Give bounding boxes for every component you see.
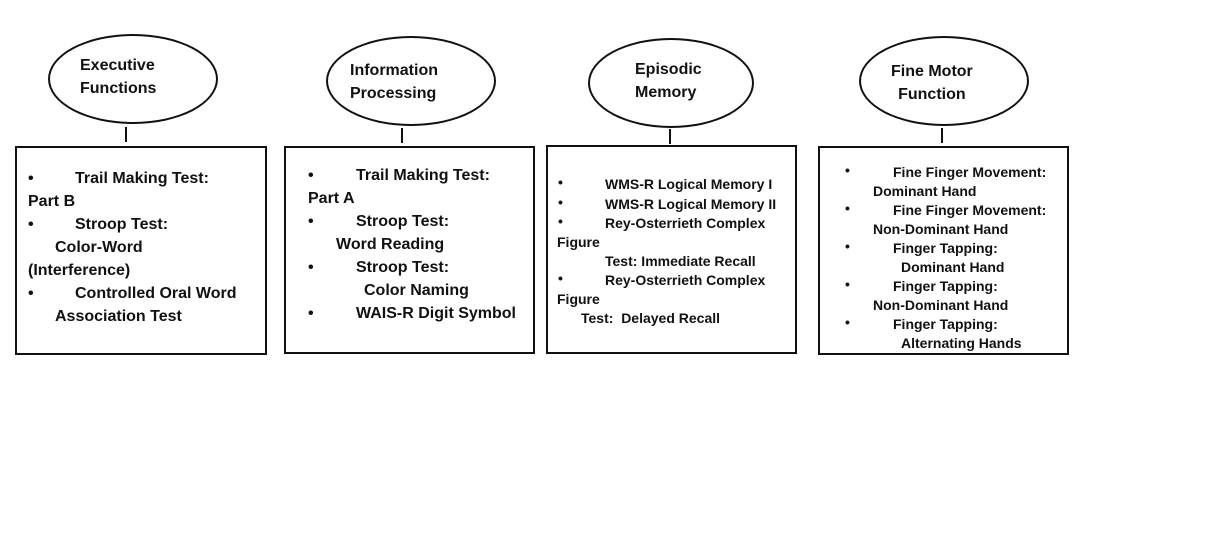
rey-delayed-line2: Figure — [557, 291, 600, 307]
wms-logical-memory-1: WMS-R Logical Memory I — [605, 176, 773, 192]
information-processing-connector — [401, 128, 403, 143]
bullet: • — [845, 314, 850, 330]
tapping-alternating-line2: Alternating Hands — [901, 335, 1022, 351]
tapping-nondominant-line2: Non-Dominant Hand — [873, 297, 1009, 313]
wms-logical-memory-2: WMS-R Logical Memory II — [605, 196, 777, 212]
episodic-memory-title: Episodic Memory — [635, 61, 702, 101]
bullet: • — [558, 270, 563, 286]
stroop-color-naming-line2: Color Naming — [364, 282, 469, 299]
tapping-nondominant-line1: Finger Tapping: — [893, 278, 998, 294]
executive-functions-node — [48, 34, 218, 124]
rey-delayed-line1: Rey-Osterrieth Complex — [605, 272, 766, 288]
bullet: • — [845, 238, 850, 254]
trail-making-b-line1: Trail Making Test: — [75, 170, 209, 187]
rey-immediate-line1: Rey-Osterrieth Complex — [605, 215, 766, 231]
fine-finger-nondominant-line2: Non-Dominant Hand — [873, 221, 1009, 237]
trail-making-a-line2: Part A — [308, 190, 355, 207]
information-processing-node — [326, 36, 496, 126]
bullet: • — [558, 174, 563, 190]
fine-motor-function-title: Fine Motor Function — [891, 63, 973, 103]
fine-motor-function-connector — [941, 128, 943, 143]
bullet: • — [28, 216, 34, 233]
tapping-dominant-line2: Dominant Hand — [901, 259, 1005, 275]
stroop-color-word-line2: Color-Word — [55, 239, 143, 256]
fine-motor-function-node — [859, 36, 1029, 126]
rey-delayed-line3: Test: Delayed Recall — [581, 310, 721, 326]
tapping-alternating-line1: Finger Tapping: — [893, 316, 998, 332]
information-processing-title: Information Processing — [350, 62, 438, 102]
bullet: • — [308, 213, 314, 230]
bullet: • — [845, 200, 850, 216]
rey-immediate-line3: Test: Immediate Recall — [605, 253, 756, 269]
fine-finger-dominant-line1: Fine Finger Movement: — [893, 164, 1047, 180]
bullet: • — [845, 276, 850, 292]
executive-functions-title: Executive Functions — [80, 57, 157, 97]
episodic-memory-node — [588, 38, 754, 128]
stroop-color-word-line1: Stroop Test: — [75, 216, 169, 233]
fine-finger-dominant-line2: Dominant Hand — [873, 183, 977, 199]
bullet: • — [558, 194, 563, 210]
bullet: • — [28, 170, 34, 187]
trail-making-b-line2: Part B — [28, 193, 76, 210]
wais-digit-symbol: WAIS-R Digit Symbol — [356, 305, 516, 322]
bullet: • — [845, 162, 850, 178]
information-processing-test-box — [284, 146, 535, 354]
rey-immediate-line2: Figure — [557, 234, 600, 250]
bullet: • — [308, 305, 314, 322]
fine-motor-function-test-box — [818, 146, 1069, 355]
executive-functions-test-box — [15, 146, 267, 355]
episodic-memory-connector — [669, 129, 671, 144]
tapping-dominant-line1: Finger Tapping: — [893, 240, 998, 256]
bullet: • — [28, 285, 34, 302]
stroop-word-reading-line1: Stroop Test: — [356, 213, 450, 230]
stroop-color-naming-line1: Stroop Test: — [356, 259, 450, 276]
bullet: • — [558, 213, 563, 229]
fine-finger-nondominant-line1: Fine Finger Movement: — [893, 202, 1047, 218]
bullet: • — [308, 259, 314, 276]
bullet: • — [308, 167, 314, 184]
stroop-color-word-line3: (Interference) — [28, 262, 131, 279]
cowat-line1: Controlled Oral Word — [75, 285, 237, 302]
episodic-memory-test-box — [546, 145, 797, 354]
cowat-line2: Association Test — [55, 308, 182, 325]
executive-functions-connector — [125, 127, 127, 142]
trail-making-a-line1: Trail Making Test: — [356, 167, 490, 184]
stroop-word-reading-line2: Word Reading — [336, 236, 445, 253]
